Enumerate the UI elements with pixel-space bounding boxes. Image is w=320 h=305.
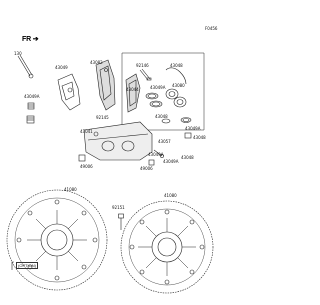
part-label-130: 130 xyxy=(14,51,22,56)
piston-seal-icon xyxy=(145,92,163,108)
part-label-43041: 43041 xyxy=(80,129,93,134)
diagram-drawing xyxy=(6,52,214,294)
brake-disc-option-icon xyxy=(6,189,108,291)
part-label-49006: 49006 xyxy=(80,164,93,169)
option-tag: (OPTION) xyxy=(16,262,38,269)
part-label-43049a-5: 43049A xyxy=(163,159,179,164)
front-direction-logo: FR ➔ xyxy=(22,35,39,43)
dust-seal-icon xyxy=(161,117,192,124)
brake-disc-icon xyxy=(120,200,214,294)
part-label-43049a-3: 43049A xyxy=(185,126,201,131)
pad-43044-icon xyxy=(125,73,141,113)
part-label-43049a-1: 43049A xyxy=(150,85,166,90)
part-label-92146: 92146 xyxy=(136,63,149,68)
part-label-43048: 43048 xyxy=(170,63,183,68)
caliper-parts-bracket xyxy=(121,52,205,131)
disc-bolt-icon xyxy=(118,213,124,230)
disc-holes-left xyxy=(16,199,98,281)
disc-holes-right xyxy=(129,209,205,285)
part-label-49006-2: 49006 xyxy=(140,166,153,171)
brake-pad-icon xyxy=(95,59,116,111)
part-label-41080-left: 41080 xyxy=(64,187,77,192)
part-label-43049a-2: 43049A xyxy=(24,94,40,99)
part-label-43057: 43057 xyxy=(158,139,171,144)
caliper-body-icon xyxy=(83,121,153,161)
part-label-92151: 92151 xyxy=(112,205,125,210)
bushing-icon xyxy=(184,132,192,139)
part-label-92145: 92145 xyxy=(96,115,109,120)
part-label-43049a-4: 43049A xyxy=(148,152,164,157)
part-label-43048-3: 43048 xyxy=(193,135,206,140)
pad-spring-plate-icon xyxy=(57,73,81,111)
arrow-icon: ➔ xyxy=(32,36,39,43)
pad-lower-icon xyxy=(78,154,155,166)
part-label-43049: 43049 xyxy=(55,65,68,70)
pad-pin-icon xyxy=(139,68,152,81)
front-label: FR xyxy=(22,36,31,43)
piston-icon xyxy=(165,88,187,108)
bleeder-valve-icon xyxy=(153,149,164,158)
boot-icon xyxy=(26,102,35,124)
pad-spring-icon xyxy=(165,67,187,85)
part-label-43044: 43044 xyxy=(126,87,139,92)
part-label-41080-right: 41080 xyxy=(164,193,177,198)
part-label-43048-2: 43048 xyxy=(155,114,168,119)
part-label-43080: 43080 xyxy=(172,83,185,88)
option-bracket xyxy=(11,261,14,270)
parts-diagram: FR ➔ F0456 130 43049 43082 92146 43048 4… xyxy=(6,26,218,294)
part-label-43082: 43082 xyxy=(90,60,103,65)
part-label-43048-4: 43048 xyxy=(181,155,194,160)
figure-code: F0456 xyxy=(205,26,218,31)
bolt-130-icon xyxy=(17,54,34,79)
